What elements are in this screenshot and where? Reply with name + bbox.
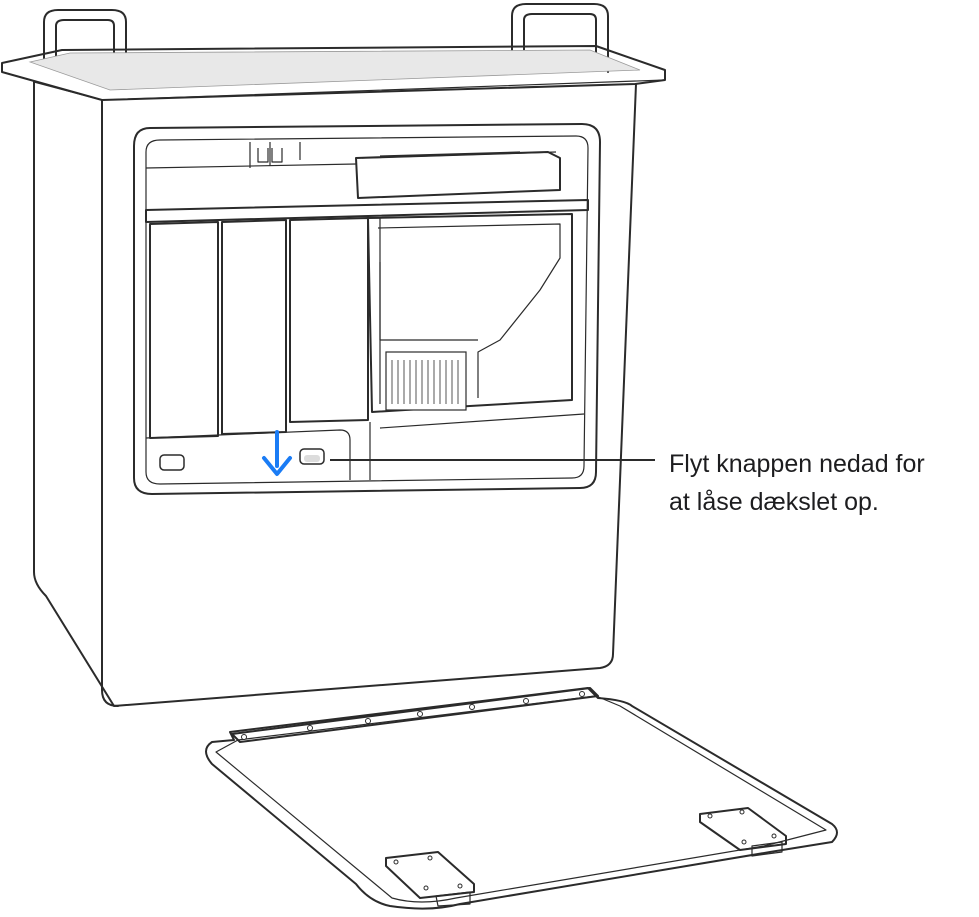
- graphics-module: [367, 213, 573, 413]
- bottom-rail: [145, 413, 585, 480]
- callout-line-1: Flyt knappen nedad for: [669, 450, 925, 478]
- callout-text: Flyt knappen nedad for at låse dækslet o…: [669, 445, 925, 521]
- side-opening: [133, 123, 601, 495]
- expansion-slots: [149, 217, 381, 439]
- callout-line-2: at låse dækslet op.: [669, 488, 879, 516]
- removed-side-panel: [205, 687, 838, 910]
- upper-internals: [145, 142, 589, 223]
- tower-body: [33, 81, 637, 707]
- latch-left: [159, 454, 185, 471]
- arrow-down-icon: [262, 430, 292, 476]
- top-lid: [1, 45, 666, 101]
- top-handles: [43, 3, 609, 86]
